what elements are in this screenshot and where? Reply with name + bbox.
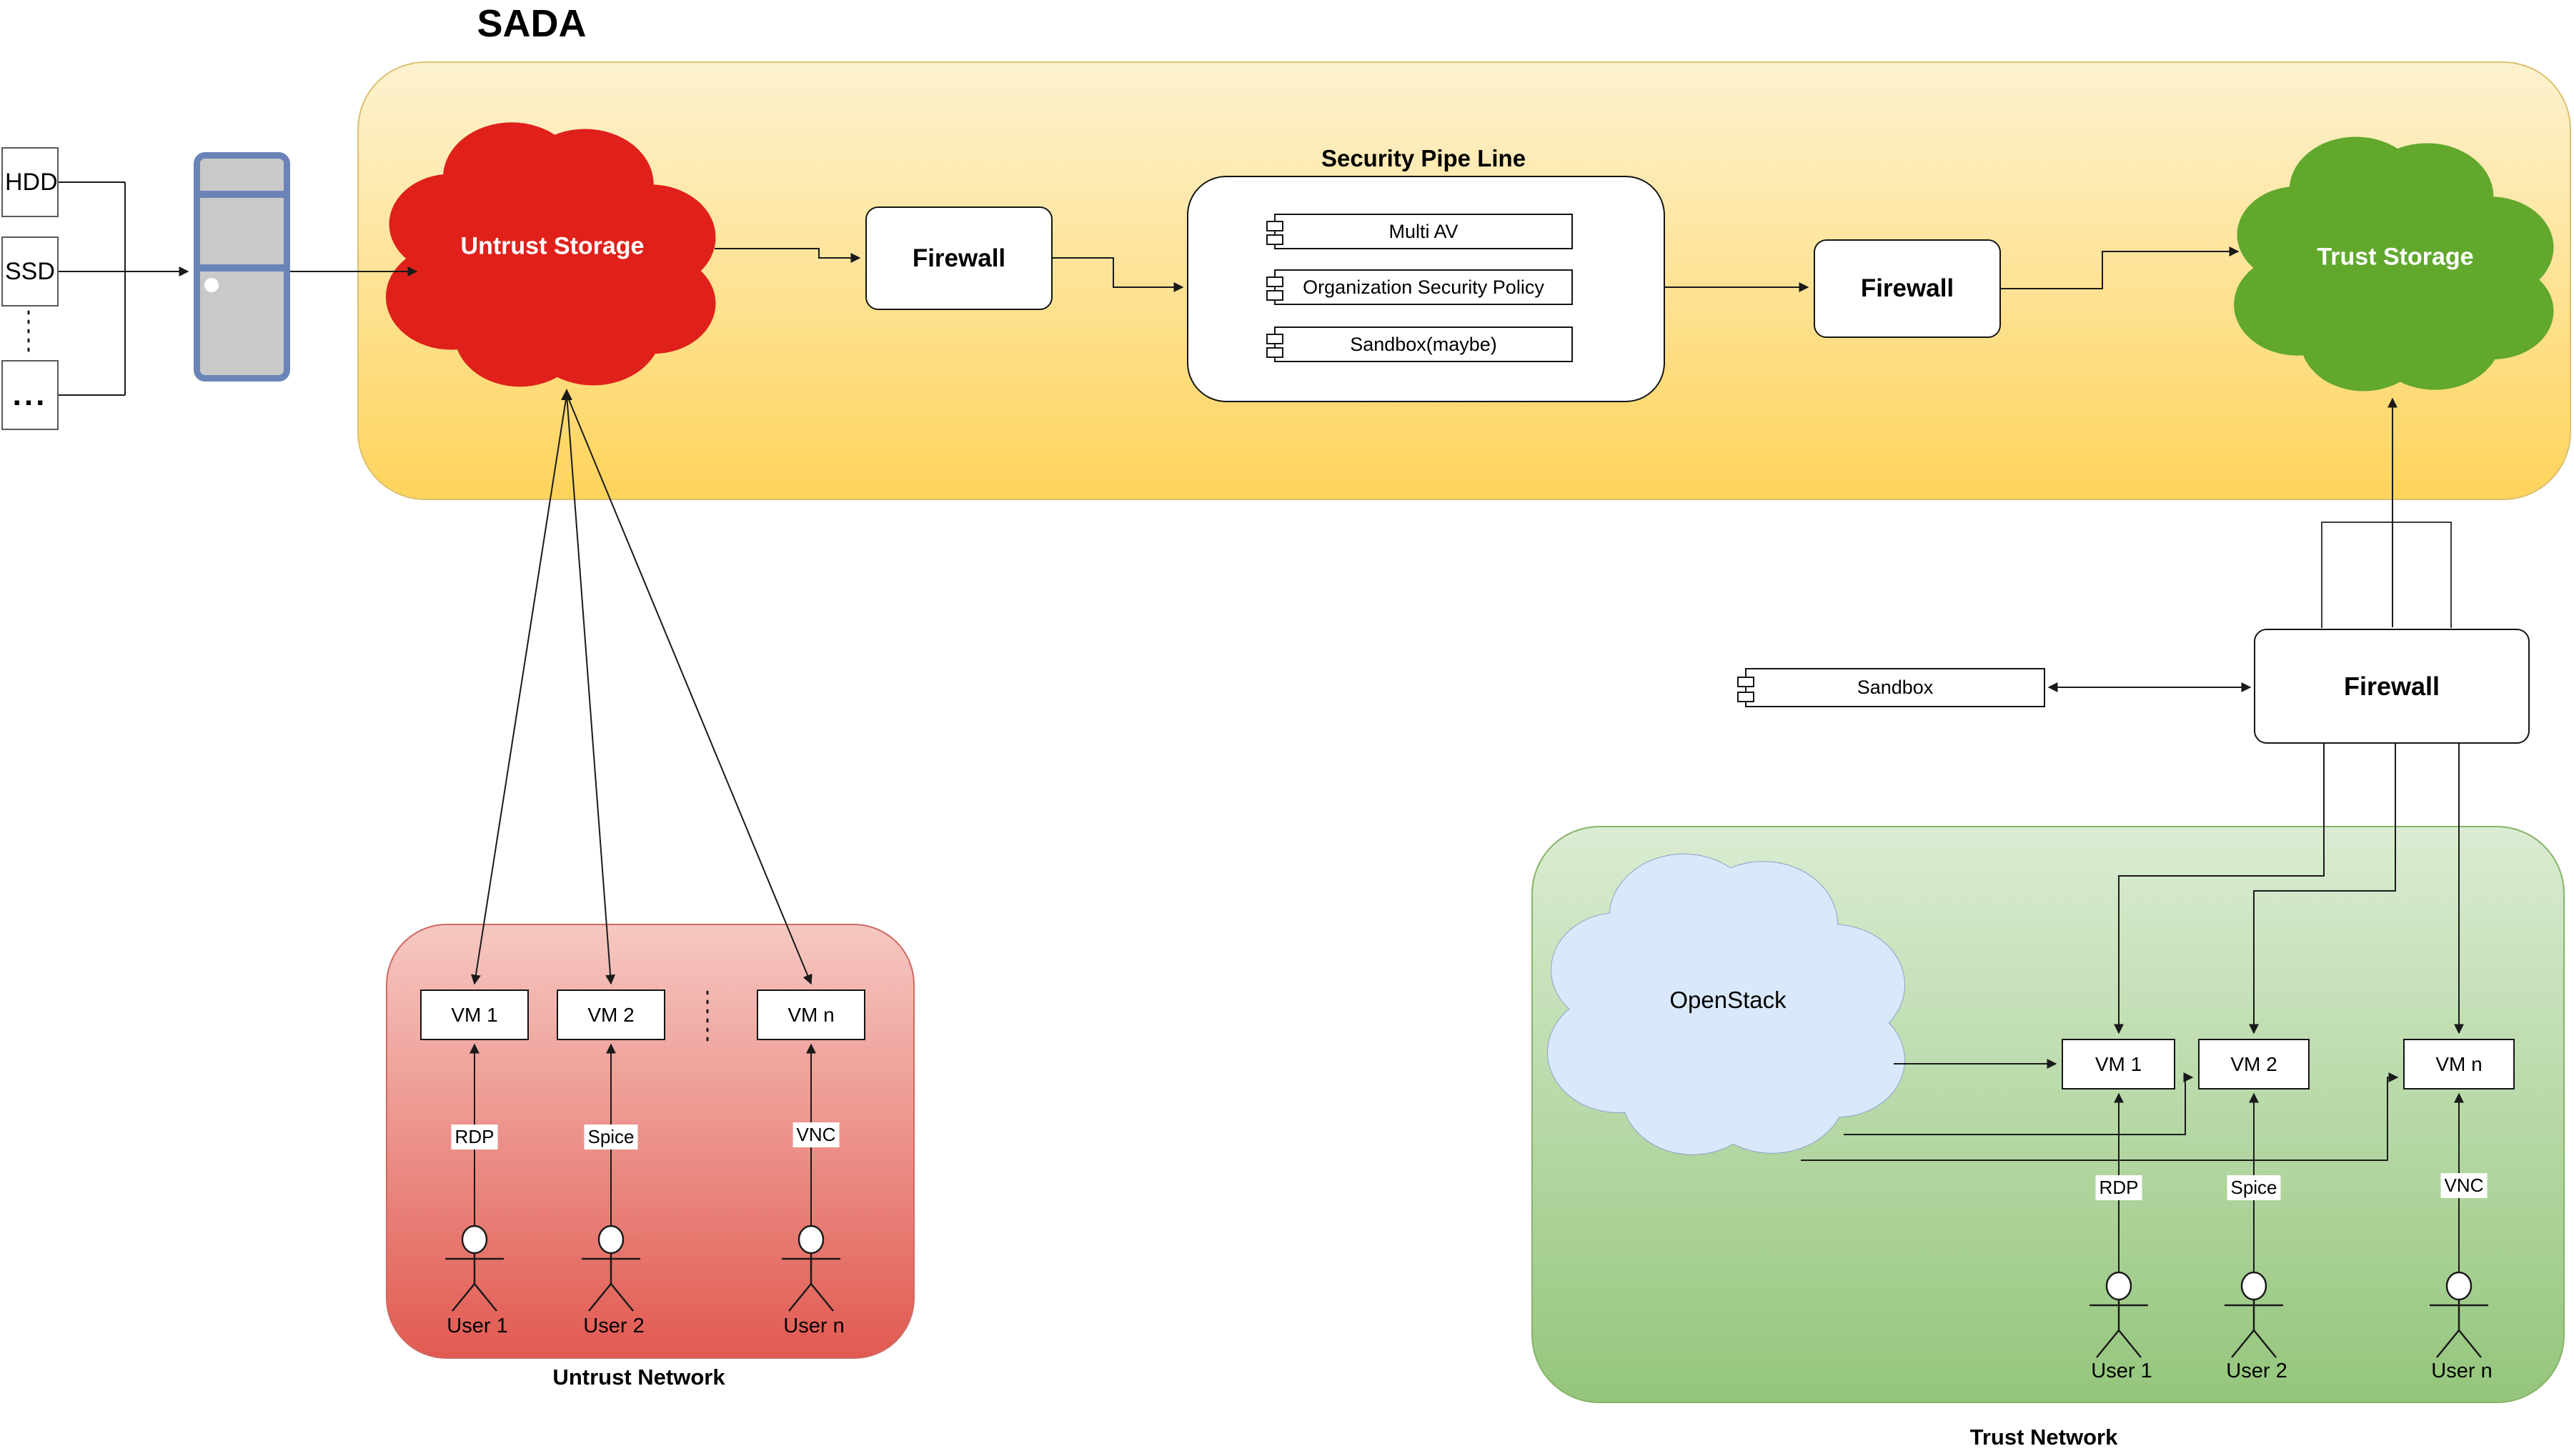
trust-user-n-label: User n xyxy=(2431,1360,2493,1382)
storage-device-more: ... xyxy=(1,360,59,430)
component-sandbox-maybe: Sandbox(maybe) xyxy=(1266,326,1573,362)
firewall-egress: Firewall xyxy=(1814,239,2001,338)
trust-vm-2: VM 2 xyxy=(2198,1039,2310,1089)
server-icon xyxy=(194,152,290,382)
openstack-cloud xyxy=(1547,853,1905,1155)
security-pipeline-title: Security Pipe Line xyxy=(1321,145,1526,171)
sandbox-maybe-label: Sandbox(maybe) xyxy=(1350,333,1497,355)
component-org-security-policy: Organization Security Policy xyxy=(1266,269,1573,305)
arrow-openstack-to-vmn xyxy=(1801,1072,2399,1161)
trust-user-n-figure xyxy=(2430,1271,2488,1358)
firewall-ingress: Firewall xyxy=(865,206,1053,310)
component-tab-icon xyxy=(1737,677,1754,687)
arrow-cloud-to-firewall1 xyxy=(715,248,861,263)
component-multi-av: Multi AV xyxy=(1266,214,1573,249)
trust-protocol-spice: Spice xyxy=(2227,1175,2281,1200)
component-sandbox: Sandbox xyxy=(1737,668,2045,707)
arrowhead-into-untrust-storage xyxy=(561,389,572,400)
untrust-user-1-figure xyxy=(445,1225,504,1312)
hdd-label: HDD xyxy=(5,168,58,196)
trust-user-2-figure xyxy=(2225,1271,2283,1358)
storage-device-hdd: HDD xyxy=(1,147,59,217)
arrow-firewall1-to-pipeline xyxy=(1053,257,1184,292)
untrust-user-n-label: User n xyxy=(783,1315,845,1337)
server-led-icon xyxy=(204,278,219,292)
multi-av-label: Multi AV xyxy=(1388,220,1459,242)
component-tab-icon xyxy=(1266,276,1283,287)
server-divider xyxy=(200,264,284,271)
component-tab-icon xyxy=(1266,221,1283,231)
untrust-user-2-label: User 2 xyxy=(583,1315,645,1337)
arrow-firewall2-to-trust-storage xyxy=(2001,246,2240,289)
openstack-label: OpenStack xyxy=(1669,987,1787,1013)
component-tab-icon xyxy=(1737,692,1754,702)
server-divider xyxy=(200,191,284,198)
untrust-network-caption: Untrust Network xyxy=(552,1365,725,1390)
trust-user-1-label: User 1 xyxy=(2091,1360,2152,1382)
arrow-firewall3-to-vm2 xyxy=(2249,744,2396,1034)
untrust-storage-cloud xyxy=(385,122,716,387)
component-tab-icon xyxy=(1266,234,1283,245)
component-tab-icon xyxy=(1266,290,1283,301)
untrust-protocol-rdp: RDP xyxy=(451,1125,498,1150)
more-devices-label: ... xyxy=(12,377,48,412)
org-security-policy-label: Organization Security Policy xyxy=(1303,276,1544,298)
arrow-untrust-storage-to-vmn xyxy=(566,394,813,985)
untrust-storage-label: Untrust Storage xyxy=(460,232,645,260)
arrow-firewall3-to-vm1 xyxy=(2114,744,2325,1034)
trust-network-caption: Trust Network xyxy=(1969,1425,2118,1450)
sandbox-label: Sandbox xyxy=(1857,677,1934,698)
untrust-user-1-label: User 1 xyxy=(447,1315,508,1337)
untrust-protocol-spice: Spice xyxy=(584,1125,638,1150)
trust-storage-label: Trust Storage xyxy=(2317,243,2474,271)
firewall-trust-gateway: Firewall xyxy=(2254,629,2530,744)
trust-vm-n: VM n xyxy=(2403,1039,2515,1089)
trust-protocol-vnc: VNC xyxy=(2440,1173,2488,1198)
component-tab-icon xyxy=(1266,347,1283,358)
trust-user-1-figure xyxy=(2089,1271,2148,1358)
untrust-vm-2: VM 2 xyxy=(557,989,665,1040)
storage-device-ssd: SSD xyxy=(1,236,59,306)
ssd-label: SSD xyxy=(5,257,55,285)
component-tab-icon xyxy=(1266,334,1283,344)
trust-storage-cloud xyxy=(2234,136,2554,392)
diagram-title: SADA xyxy=(477,2,587,45)
trust-protocol-rdp: RDP xyxy=(2095,1175,2142,1200)
untrust-vm-1: VM 1 xyxy=(420,989,529,1040)
untrust-vm-n: VM n xyxy=(757,989,865,1040)
arrow-untrust-storage-to-vm1 xyxy=(471,394,567,985)
arrow-untrust-storage-to-vm2 xyxy=(566,394,616,985)
arrow-openstack-to-vm2 xyxy=(1844,1072,2194,1135)
trust-user-2-label: User 2 xyxy=(2226,1360,2287,1382)
untrust-user-2-figure xyxy=(582,1225,640,1312)
duct-outline xyxy=(2321,522,2452,628)
untrust-user-n-figure xyxy=(782,1225,840,1312)
untrust-protocol-vnc: VNC xyxy=(792,1122,840,1147)
trust-vm-1: VM 1 xyxy=(2062,1039,2175,1089)
